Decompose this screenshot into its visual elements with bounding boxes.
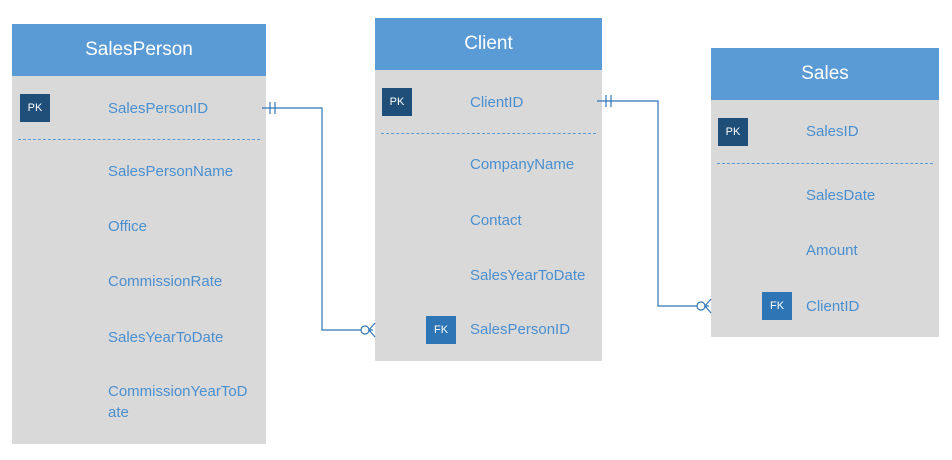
pk-badge: PK <box>20 94 50 122</box>
sales-id-field: SalesID <box>806 123 859 140</box>
key-divider <box>381 133 596 134</box>
commission-ytd-field: CommissionYearToD <box>108 383 248 400</box>
sales-ytd-field: SalesYearToDate <box>470 267 586 284</box>
client-fk-field: ClientID <box>806 298 860 315</box>
salesperson-client-relationship <box>262 102 376 338</box>
client-header: Client <box>375 18 602 70</box>
client-id-field: ClientID <box>470 94 524 111</box>
zero-circle-mark <box>360 325 370 335</box>
key-divider <box>717 163 933 164</box>
company-name-field: CompanyName <box>470 156 575 173</box>
amount-field: Amount <box>806 242 858 259</box>
contact-field: Contact <box>470 212 522 229</box>
key-divider <box>18 139 260 140</box>
zero-circle-mark <box>696 301 706 311</box>
client-sales-relationship <box>597 95 712 314</box>
sales-ytd-field: SalesYearToDate <box>108 329 224 346</box>
pk-badge: PK <box>718 118 748 146</box>
sales-date-field: SalesDate <box>806 187 876 204</box>
fk-badge: FK <box>426 316 456 344</box>
salesperson-entity[interactable]: SalesPerson PK SalesPersonID SalesPerson… <box>12 24 266 444</box>
sales-header: Sales <box>711 48 939 100</box>
salesperson-header: SalesPerson <box>12 24 266 76</box>
commission-ytd-field-wrap: ate <box>108 404 129 421</box>
pk-badge: PK <box>382 88 412 116</box>
crow-foot-mark <box>368 322 376 338</box>
salesperson-name-field: SalesPersonName <box>108 163 234 180</box>
fk-badge: FK <box>762 292 792 320</box>
office-field: Office <box>108 218 147 235</box>
commission-rate-field: CommissionRate <box>108 273 223 290</box>
salesperson-id-field: SalesPersonID <box>108 100 209 117</box>
client-entity[interactable]: Client PK ClientID CompanyName Contact S… <box>375 18 602 361</box>
salesperson-fk-field: SalesPersonID <box>470 321 571 338</box>
sales-entity[interactable]: Sales PK SalesID SalesDate Amount FK Cli… <box>711 48 939 337</box>
crow-foot-mark <box>704 298 712 314</box>
